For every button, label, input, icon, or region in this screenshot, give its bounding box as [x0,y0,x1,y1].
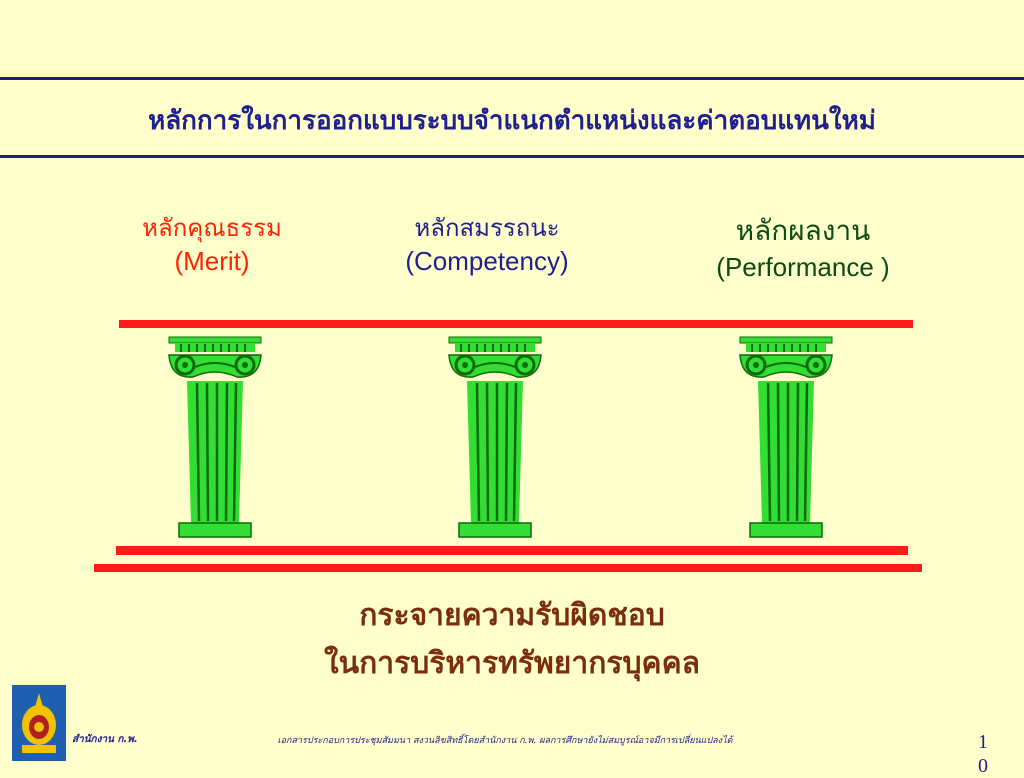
pillar-label-performance: หลักผลงาน (Performance ) [673,212,933,285]
merit-english-label: (Merit) [174,246,250,277]
emblem-icon [12,685,66,761]
competency-english-label: (Competency) [405,246,569,277]
top-beam [119,320,913,328]
title-top-rule [0,77,1024,80]
office-name: สำนักงาน ก.พ. [72,734,138,745]
pillar-label-competency: หลักสมรรถนะ (Competency) [357,212,617,279]
footer-note: เอกสารประกอบการประชุมสัมมนา สงวนลิขสิทธิ… [277,736,733,746]
pillar-performance [738,335,834,539]
ocsc-logo [12,685,66,761]
foundation-line-1: กระจายความรับผิดชอบ [359,598,665,633]
pillar-competency [447,335,543,539]
title-bottom-rule [0,155,1024,158]
pillar-label-merit: หลักคุณธรรม (Merit) [82,212,342,279]
pillar-merit [167,335,263,539]
slide-title: หลักการในการออกแบบระบบจำแนกตำแหน่งและค่า… [148,106,876,136]
performance-english-label: (Performance ) [716,251,890,282]
foundation-line-2: ในการบริหารทรัพยากรบุคคล [323,646,701,681]
performance-thai-label: หลักผลงาน [735,214,871,247]
foundation-bar-lower [94,564,922,572]
foundation-bar-upper [116,546,908,555]
page-number: 10 [978,731,988,777]
competency-thai-label: หลักสมรรถนะ [414,214,560,242]
merit-thai-label: หลักคุณธรรม [142,214,282,242]
